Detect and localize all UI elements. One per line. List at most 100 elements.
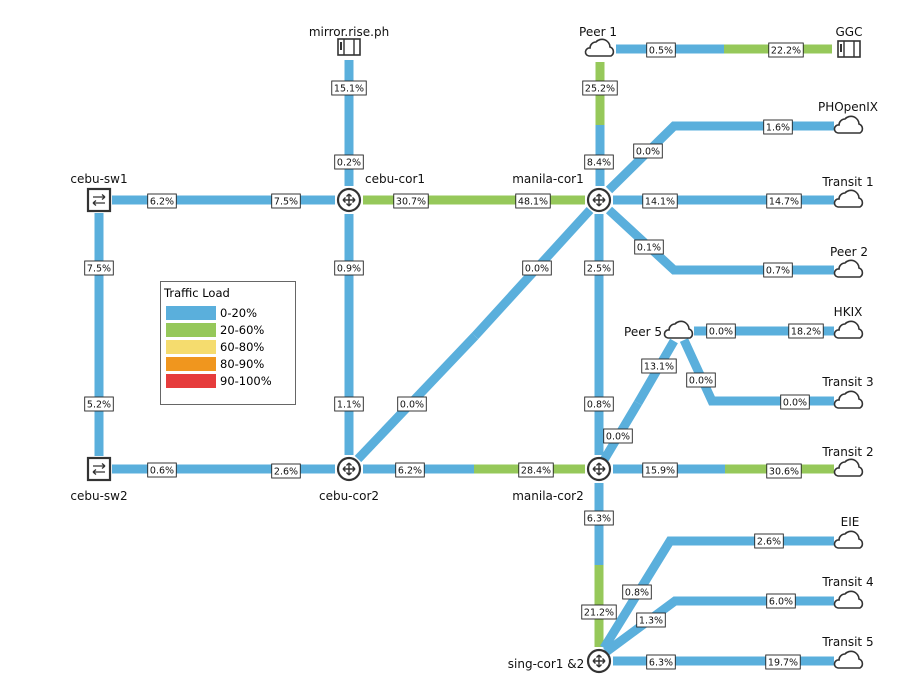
- link-load-label-box: [147, 193, 177, 209]
- link-load-label-box: [584, 154, 614, 170]
- legend-item: 90-100%: [166, 374, 294, 389]
- link-load-label[interactable]: 1.1%: [334, 396, 364, 412]
- cloud-icon: [833, 458, 864, 477]
- link-load-value: 6.3%: [587, 514, 611, 525]
- link-load-label[interactable]: 0.5%: [646, 42, 676, 58]
- link-load-label[interactable]: 25.2%: [582, 80, 618, 96]
- link-load-label[interactable]: 7.5%: [84, 260, 114, 276]
- link-load-label-box: [636, 612, 666, 628]
- link-load-label[interactable]: 0.0%: [706, 323, 736, 339]
- link-load-label[interactable]: 1.6%: [763, 119, 793, 135]
- link-load-label[interactable]: 7.5%: [271, 193, 301, 209]
- node-transit3[interactable]: Transit 3: [821, 375, 874, 409]
- legend-title: Traffic Load: [164, 286, 230, 300]
- link-load-label[interactable]: 0.8%: [584, 396, 614, 412]
- link-load-label[interactable]: 0.1%: [634, 239, 664, 255]
- link-load-label[interactable]: 6.3%: [584, 510, 614, 526]
- link-load-label[interactable]: 0.0%: [633, 143, 663, 159]
- link-load-label[interactable]: 0.0%: [603, 428, 633, 444]
- node-cebusw1[interactable]: cebu-sw1: [70, 172, 128, 213]
- link-load-label[interactable]: 15.9%: [642, 462, 678, 478]
- link-load-label[interactable]: 13.1%: [641, 358, 677, 374]
- node-label: manila-cor2: [512, 489, 584, 503]
- node-cebucor2[interactable]: cebu-cor2: [319, 456, 379, 503]
- link-load-label[interactable]: 0.7%: [763, 262, 793, 278]
- node-transit5[interactable]: Transit 5: [821, 635, 874, 669]
- link-load-label[interactable]: 0.0%: [522, 260, 552, 276]
- node-manilacor2[interactable]: manila-cor2: [512, 456, 612, 503]
- link-load-label[interactable]: 15.1%: [331, 80, 367, 96]
- node-transit4[interactable]: Transit 4: [821, 575, 874, 609]
- cloud-icon: [833, 320, 864, 339]
- link-load-label-box: [581, 604, 617, 620]
- link-load-value: 1.6%: [766, 123, 790, 134]
- link-load-label[interactable]: 14.7%: [766, 193, 802, 209]
- node-label: GGC: [836, 25, 863, 39]
- link-load-value: 0.0%: [689, 376, 713, 387]
- link-load-label[interactable]: 19.7%: [765, 654, 801, 670]
- link-segment[interactable]: [600, 536, 690, 651]
- router-icon: [336, 187, 362, 213]
- link-load-label[interactable]: 0.2%: [334, 154, 364, 170]
- link-segment[interactable]: [605, 206, 705, 275]
- link-load-label[interactable]: 0.8%: [622, 584, 652, 600]
- link-segment[interactable]: [603, 596, 700, 656]
- link-load-label[interactable]: 30.7%: [393, 193, 429, 209]
- link-load-label[interactable]: 2.6%: [271, 463, 301, 479]
- link-load-label-box: [515, 193, 551, 209]
- link-load-label[interactable]: 2.6%: [754, 533, 784, 549]
- link-segment[interactable]: [605, 121, 730, 194]
- link-segment[interactable]: [679, 338, 745, 406]
- link-load-label[interactable]: 1.3%: [636, 612, 666, 628]
- link-load-label[interactable]: 2.5%: [584, 260, 614, 276]
- link-load-label-box: [633, 143, 663, 159]
- link-load-value: 30.7%: [396, 197, 426, 208]
- node-peer1[interactable]: Peer 1: [579, 25, 617, 57]
- node-cebucor1[interactable]: cebu-cor1: [336, 172, 425, 213]
- node-mirror[interactable]: mirror.rise.ph: [309, 25, 389, 56]
- legend-swatch: [166, 357, 216, 371]
- link-load-value: 2.6%: [757, 537, 781, 548]
- node-label: sing-cor1 &2: [508, 657, 584, 671]
- node-eie[interactable]: EIE: [833, 515, 864, 549]
- link-load-label[interactable]: 0.0%: [780, 394, 810, 410]
- link-load-label-box: [584, 510, 614, 526]
- link-load-label[interactable]: 5.2%: [84, 396, 114, 412]
- link-load-label[interactable]: 21.2%: [581, 604, 617, 620]
- link-load-value: 0.0%: [636, 147, 660, 158]
- link-load-label[interactable]: 6.2%: [147, 193, 177, 209]
- link-load-label[interactable]: 0.0%: [397, 396, 427, 412]
- node-transit1[interactable]: Transit 1: [821, 175, 874, 208]
- link-load-label[interactable]: 6.3%: [646, 654, 676, 670]
- link-load-label[interactable]: 0.6%: [147, 462, 177, 478]
- node-peer2[interactable]: Peer 2: [830, 245, 868, 278]
- node-peer5[interactable]: Peer 5: [624, 320, 694, 339]
- node-phopenix[interactable]: PHOpenIX: [818, 100, 878, 134]
- link-load-label[interactable]: 0.9%: [334, 260, 364, 276]
- node-singcor[interactable]: sing-cor1 &2: [508, 648, 612, 674]
- link-load-label[interactable]: 48.1%: [515, 193, 551, 209]
- link-load-label[interactable]: 14.1%: [642, 193, 678, 209]
- link-load-label[interactable]: 22.2%: [768, 42, 804, 58]
- node-transit2[interactable]: Transit 2: [821, 445, 874, 477]
- legend-item: 0-20%: [166, 306, 294, 321]
- link-load-label[interactable]: 28.4%: [518, 462, 554, 478]
- link-load-label[interactable]: 8.4%: [584, 154, 614, 170]
- cloud-icon: [833, 115, 864, 134]
- link-load-value: 0.7%: [766, 266, 790, 277]
- link-load-label[interactable]: 18.2%: [788, 323, 824, 339]
- link-labels-layer: 0.5% 22.2% 25.2% 8.4% 15.1% 0.2% 0.0% 1.6% 6.2% 7…: [84, 42, 824, 670]
- link-load-label[interactable]: 0.0%: [686, 372, 716, 388]
- link-load-value: 0.0%: [400, 400, 424, 411]
- link-load-label[interactable]: 6.0%: [766, 593, 796, 609]
- node-cebusw2[interactable]: cebu-sw2: [70, 456, 128, 503]
- link-load-value: 6.2%: [398, 466, 422, 477]
- node-manilacor1[interactable]: manila-cor1: [512, 172, 612, 213]
- link-load-label[interactable]: 6.2%: [395, 462, 425, 478]
- link-load-label[interactable]: 30.6%: [766, 463, 802, 479]
- node-ggc[interactable]: GGC: [836, 25, 863, 58]
- legend-item-label: 20-60%: [220, 323, 265, 337]
- legend-item-label: 60-80%: [220, 340, 265, 354]
- cloud-icon: [833, 390, 864, 409]
- node-hkix[interactable]: HKIX: [833, 305, 864, 339]
